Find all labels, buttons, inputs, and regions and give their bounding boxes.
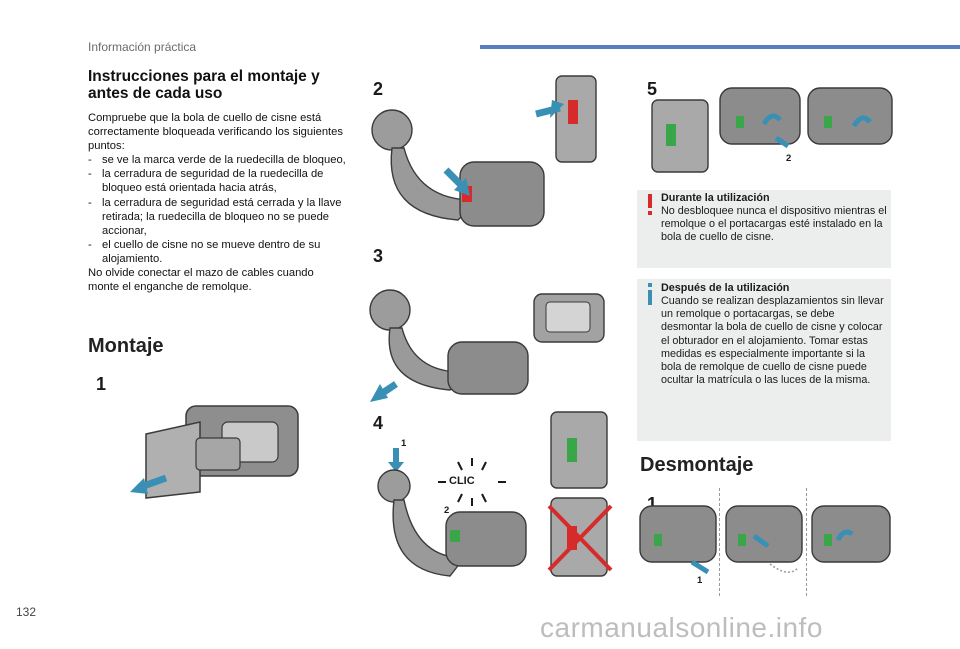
callout-1: 1 (401, 438, 407, 449)
list-item: -la cerradura de seguridad de la ruedeci… (88, 168, 324, 195)
header-accent-bar (480, 45, 960, 49)
intro-text: Compruebe que la bola de cuello de cisne… (88, 112, 343, 153)
ball-neck-locked-illustration (369, 289, 605, 402)
info-title: Después de la utilización (661, 282, 790, 294)
lock-status-illustration (547, 411, 613, 577)
step-4-number: 4 (373, 413, 384, 433)
socket-cover-removal-illustration (130, 405, 299, 499)
warning-text: No desbloquee nunca el dispositivo mient… (661, 205, 887, 244)
desmontaje-heading: Desmontaje (640, 454, 754, 476)
page-number: 132 (16, 605, 37, 619)
exclamation-icon (648, 194, 652, 215)
clic-label: CLIC (449, 475, 475, 487)
callout-2: 2 (786, 153, 792, 164)
list-item: -la cerradura de seguridad está cerrada … (88, 196, 342, 237)
info-text: Cuando se realizan desplazamientos sin l… (661, 295, 884, 387)
watermark: carmanualsonline.info (540, 612, 823, 643)
section-label: Información práctica (88, 40, 197, 54)
list-item: -se ve la marca verde de la ruedecilla d… (88, 154, 346, 167)
desmontaje-step-number: 1 (647, 494, 658, 514)
lock-key-illustration (651, 87, 893, 173)
step-1-number: 1 (96, 374, 107, 394)
step-2-number: 2 (373, 79, 384, 99)
step-5-number: 5 (647, 79, 658, 99)
info-icon (648, 283, 652, 305)
ball-neck-insertion-illustration (371, 75, 597, 227)
montaje-heading: Montaje (88, 335, 164, 357)
divider (719, 488, 720, 596)
callout-1: 1 (697, 575, 703, 586)
warning-title: Durante la utilización (661, 192, 770, 204)
ball-neck-click-illustration (377, 448, 527, 577)
step-3-number: 3 (373, 246, 384, 266)
callout-2: 2 (444, 505, 450, 516)
instructions-body: Compruebe que la bola de cuello de cisne… (88, 111, 346, 294)
removal-sequence-illustration (639, 505, 891, 575)
instructions-heading: Instrucciones para el montaje y antes de… (88, 68, 320, 102)
outro-text: No olvide conectar el mazo de cables cua… (88, 267, 314, 294)
info-box: Después de la utilización Cuando se real… (637, 279, 891, 441)
warning-box: Durante la utilización No desbloquee nun… (637, 190, 891, 268)
divider (806, 488, 807, 596)
list-item: -el cuello de cisne no se mueve dentro d… (88, 238, 321, 265)
